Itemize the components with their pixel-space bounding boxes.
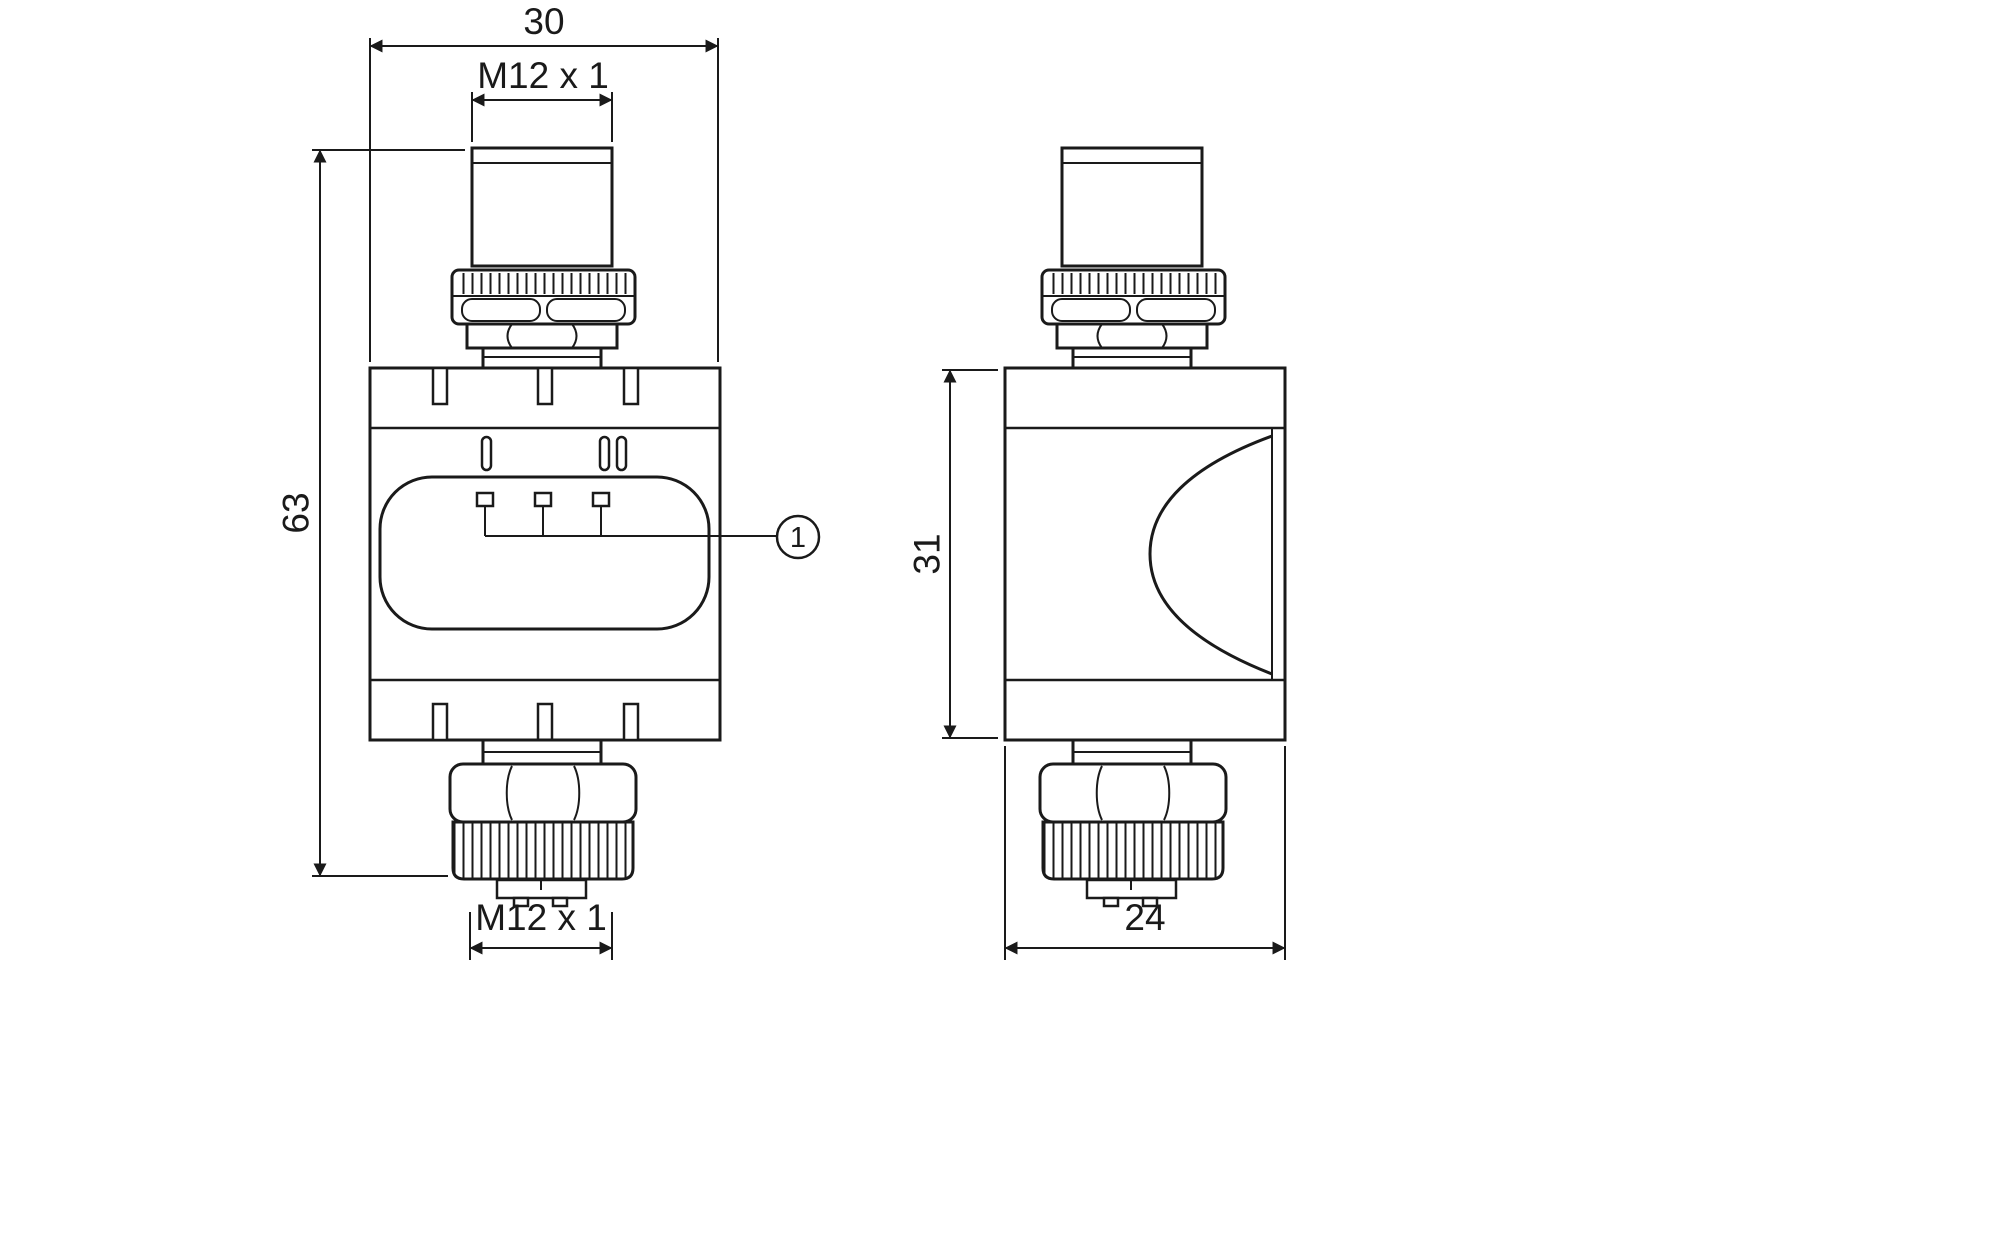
dimension-label-height: 63 xyxy=(276,492,317,533)
led-square xyxy=(591,491,611,508)
dimension-thread-top: M12 x 1 xyxy=(471,55,613,142)
mounting-slot xyxy=(536,702,554,742)
bezel-profile-curve xyxy=(1148,434,1273,676)
display-bezel xyxy=(378,475,711,631)
led-square xyxy=(533,491,553,508)
marking-output-1 xyxy=(480,435,493,472)
side-body xyxy=(1003,366,1287,742)
mounting-slot xyxy=(431,702,449,742)
nut-facet-right xyxy=(546,298,626,322)
knurl-ring xyxy=(451,820,635,881)
marking-output-2 xyxy=(598,435,628,472)
collar-facet-line xyxy=(506,323,513,349)
housing-outline xyxy=(368,366,722,742)
marking-bar xyxy=(598,435,611,472)
nut-facet-line xyxy=(573,765,581,821)
nut-facet-line xyxy=(505,765,513,821)
front-body xyxy=(368,366,722,742)
marking-bar xyxy=(615,435,628,472)
callout-number: 1 xyxy=(790,522,806,554)
hex-collar xyxy=(465,322,619,350)
dimension-label-width: 30 xyxy=(523,1,564,42)
plug-body xyxy=(470,146,614,268)
thread-label-top: M12 x 1 xyxy=(477,55,609,96)
socket-tab xyxy=(512,896,530,908)
front-top-connector xyxy=(450,146,637,370)
dimension-height-63: 63 xyxy=(276,149,465,877)
mounting-slot xyxy=(622,366,640,406)
knurl-band xyxy=(456,273,631,294)
dimension-width-30: 30 xyxy=(369,1,719,362)
mounting-slot xyxy=(431,366,449,406)
marking-bar xyxy=(480,435,493,472)
side-top-connector xyxy=(1040,146,1227,370)
nut-facet-left xyxy=(461,298,541,322)
led-square xyxy=(475,491,495,508)
callout-circle xyxy=(775,514,821,560)
dimension-label-body-height: 31 xyxy=(907,533,948,574)
led-indicators xyxy=(475,491,611,508)
housing-outline xyxy=(1003,366,1287,742)
dimension-body-height-31: 31 xyxy=(907,369,998,739)
socket-tab xyxy=(551,896,569,908)
front-bottom-connector xyxy=(448,738,638,908)
coupling-nut xyxy=(448,762,638,824)
callout-1: 1 xyxy=(484,507,821,560)
mounting-slot xyxy=(622,702,640,742)
mounting-slot xyxy=(536,366,554,406)
side-view: 31 24 xyxy=(907,146,1287,960)
collar-facet-line xyxy=(571,323,578,349)
side-bottom-connector xyxy=(1038,738,1228,908)
front-view: 30 M12 x 1 63 M12 x 1 1 xyxy=(276,1,821,960)
dimension-depth-24: 24 xyxy=(1004,746,1286,960)
callout-leader-line xyxy=(484,507,777,537)
dimension-thread-bottom: M12 x 1 xyxy=(469,897,613,960)
thread-label-bottom: M12 x 1 xyxy=(475,897,607,938)
dimension-label-depth: 24 xyxy=(1124,897,1165,938)
